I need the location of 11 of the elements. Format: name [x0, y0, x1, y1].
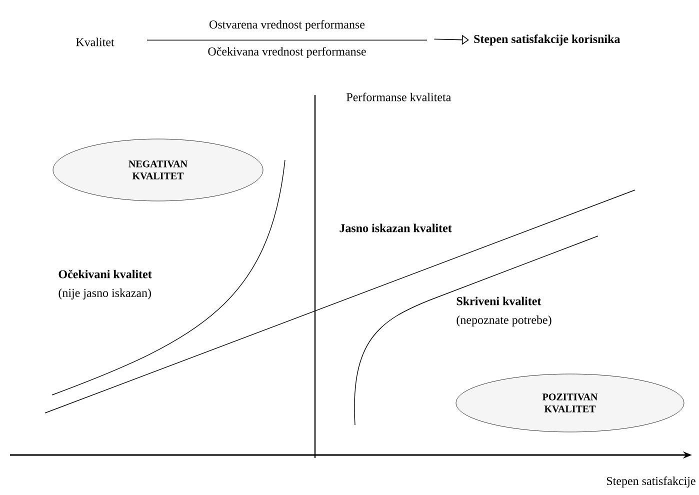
region-note: (nepoznate potrebe) — [456, 316, 552, 326]
region-note: (nije jasno iskazan) — [58, 288, 151, 300]
hollow-arrow — [434, 34, 469, 45]
fraction: Ostvarena vrednost performanse Očekivana vrednost performanse — [146, 20, 428, 58]
formula-label: Kvalitet — [76, 38, 114, 46]
axis-label: Stepen satisfakcije — [606, 476, 696, 488]
region-label: Očekivani kvalitet — [58, 270, 152, 278]
result-text: Stepen satisfakcije korisnika — [474, 34, 620, 46]
region-label: Skriveni kvalitet — [456, 296, 542, 306]
region-label: Jasno iskazan kvalitet — [340, 224, 452, 232]
axis-label: Performanse kvaliteta — [346, 92, 451, 102]
